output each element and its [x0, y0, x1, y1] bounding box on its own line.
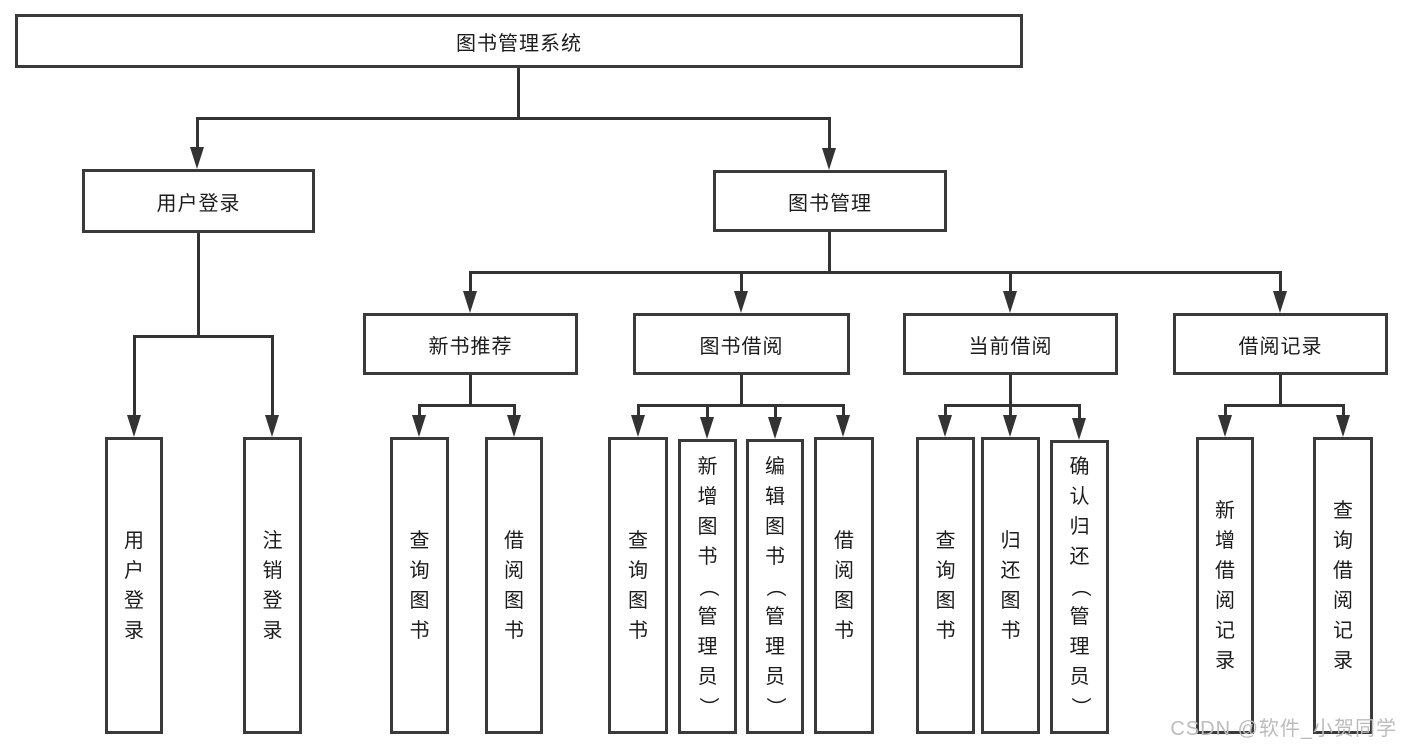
vline [271, 335, 274, 419]
vline [469, 271, 472, 295]
arrow-down-icon [700, 417, 714, 439]
vline [637, 404, 640, 420]
vline [1224, 404, 1227, 419]
vline [513, 404, 516, 419]
arrow-down-icon [822, 148, 836, 170]
leaf-add-books-admin: 新增图书（管理员） [678, 439, 737, 734]
vline [828, 117, 831, 152]
vline [842, 404, 845, 420]
node-library-system: 图书管理系统 [15, 14, 1023, 68]
node-current-borrow-label: 当前借阅 [968, 335, 1053, 358]
leaf-add-borrow-record: 新增借阅记录 [1196, 437, 1254, 734]
vline [1009, 404, 1012, 419]
leaf-user-login: 用户登录 [105, 437, 163, 734]
leaf-query-books-borrow: 查询图书 [608, 437, 668, 734]
leaf-user-login-label: 用户登录 [124, 529, 144, 642]
leaf-add-borrow-record-label: 新增借阅记录 [1215, 499, 1235, 672]
arrow-down-icon [1218, 415, 1232, 437]
vline [740, 271, 743, 295]
leaf-edit-books-admin: 编辑图书（管理员） [746, 439, 804, 734]
node-new-book-recommend: 新书推荐 [363, 313, 578, 375]
leaf-logout-label: 注销登录 [262, 529, 283, 642]
leaf-logout: 注销登录 [243, 437, 302, 734]
vline [1279, 375, 1282, 406]
vline [1009, 375, 1012, 406]
hline [469, 271, 1281, 274]
arrow-down-icon [1336, 415, 1350, 437]
leaf-borrow-books-borrow-label: 借阅图书 [834, 529, 854, 642]
leaf-return-books: 归还图书 [981, 437, 1040, 734]
leaf-query-books-recommend: 查询图书 [390, 437, 449, 734]
vline [944, 404, 947, 419]
arrow-down-icon [1273, 291, 1287, 313]
leaf-query-borrow-record-label: 查询借阅记录 [1333, 499, 1353, 672]
leaf-edit-books-admin-label: 编辑图书（管理员） [764, 455, 786, 717]
leaf-query-books-current-label: 查询图书 [935, 529, 956, 642]
vline [469, 375, 472, 406]
vline [828, 232, 831, 273]
arrow-down-icon [190, 147, 204, 169]
arrow-down-icon [768, 417, 782, 439]
leaf-return-books-label: 归还图书 [1000, 529, 1021, 642]
arrow-down-icon [507, 415, 521, 437]
arrow-down-icon [265, 415, 279, 437]
arrow-down-icon [127, 415, 141, 437]
leaf-query-books-recommend-label: 查询图书 [409, 529, 430, 642]
arrow-down-icon [463, 291, 477, 313]
node-book-management-label: 图书管理 [788, 192, 872, 215]
arrow-down-icon [1003, 415, 1017, 437]
hline [196, 117, 831, 120]
vline [740, 375, 743, 406]
hline [418, 404, 516, 407]
node-user-login-label: 用户登录 [156, 192, 241, 215]
node-book-borrow-label: 图书借阅 [699, 335, 784, 358]
arrow-down-icon [836, 415, 850, 437]
arrow-down-icon [1072, 418, 1086, 440]
leaf-borrow-books-borrow: 借阅图书 [814, 437, 874, 734]
leaf-add-books-admin-label: 新增图书（管理员） [696, 455, 719, 717]
arrow-down-icon [631, 415, 645, 437]
arrow-down-icon [412, 415, 426, 437]
arrow-down-icon [734, 291, 748, 313]
vline [774, 404, 777, 420]
vline [1342, 404, 1345, 419]
arrow-down-icon [938, 415, 952, 437]
vline [418, 404, 421, 419]
hline [133, 335, 274, 338]
vline [1009, 271, 1012, 295]
vline [133, 335, 136, 419]
node-library-system-label: 图书管理系统 [456, 32, 582, 55]
node-book-management: 图书管理 [713, 170, 947, 232]
node-current-borrow: 当前借阅 [903, 313, 1118, 375]
hline [1224, 404, 1345, 407]
leaf-query-books-current: 查询图书 [916, 437, 975, 734]
vline [706, 404, 709, 420]
leaf-borrow-books-recommend: 借阅图书 [485, 437, 543, 734]
node-borrow-records: 借阅记录 [1173, 313, 1388, 375]
node-book-borrow: 图书借阅 [633, 313, 850, 375]
hline [944, 404, 1081, 407]
hline [637, 404, 844, 407]
leaf-query-books-borrow-label: 查询图书 [628, 529, 648, 642]
leaf-query-borrow-record: 查询借阅记录 [1313, 437, 1373, 734]
vline [196, 117, 199, 152]
vline [1078, 404, 1081, 420]
vline [197, 233, 200, 337]
leaf-confirm-return-admin: 确认归还（管理员） [1050, 440, 1109, 734]
vline [517, 68, 520, 118]
leaf-confirm-return-admin-label: 确认归还（管理员） [1068, 456, 1091, 717]
vline [1279, 271, 1282, 295]
arrow-down-icon [1003, 291, 1017, 313]
node-new-book-recommend-label: 新书推荐 [428, 335, 513, 358]
csdn-watermark: CSDN @软件_小贺同学 [1170, 718, 1397, 740]
node-user-login: 用户登录 [82, 169, 315, 233]
node-borrow-records-label: 借阅记录 [1238, 335, 1323, 358]
leaf-borrow-books-recommend-label: 借阅图书 [504, 529, 524, 642]
